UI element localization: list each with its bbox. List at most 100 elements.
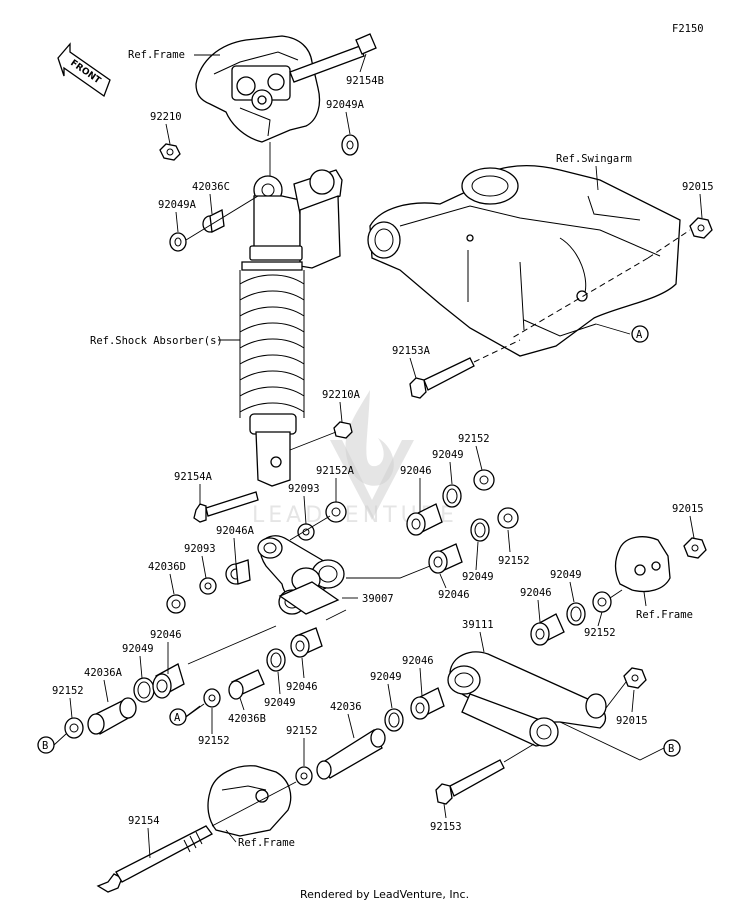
bearing-92046-c (530, 613, 565, 646)
label-ref-frame-right: Ref.Frame (636, 609, 693, 621)
nut-92015-top (689, 217, 713, 239)
collar-92152-f (295, 766, 313, 786)
label-92152-b: 92152 (498, 555, 530, 567)
label-92154B: 92154B (346, 75, 384, 87)
spacer-42036B (228, 669, 265, 700)
shock-absorber (239, 169, 343, 487)
label-92046-a: 92046 (400, 465, 432, 477)
svg-text:A: A (636, 329, 643, 341)
frame-bracket-right (614, 536, 671, 593)
label-92046-c: 92046 (520, 587, 552, 599)
collar-92152-d (64, 717, 84, 739)
nut-92015-right (683, 537, 707, 559)
label-92015-top: 92015 (682, 181, 714, 193)
label-92093-b: 92093 (184, 543, 216, 555)
svg-text:B: B (668, 743, 674, 755)
seal-92049-d (133, 677, 155, 703)
label-92152-d: 92152 (52, 685, 84, 697)
washer-92093-a (297, 523, 315, 541)
collar-92152-e (203, 688, 221, 708)
callout-B-left: B (37, 736, 55, 754)
label-42036C: 42036C (192, 181, 230, 193)
label-92015-mid: 92015 (616, 715, 648, 727)
nut-92015-mid (623, 667, 647, 689)
label-92049A-left: 92049A (158, 199, 197, 211)
svg-text:A: A (174, 712, 181, 724)
nut-92210 (159, 143, 181, 161)
label-92046-b: 92046 (438, 589, 470, 601)
seal-92049-g (384, 708, 404, 732)
seal-92049-a (442, 484, 462, 508)
label-92152-f: 92152 (286, 725, 318, 737)
label-92154: 92154 (128, 815, 160, 827)
seal-92049-e (266, 648, 286, 672)
label-92210A: 92210A (322, 389, 361, 401)
label-39007: 39007 (362, 593, 394, 605)
bolt-92153A (409, 357, 475, 399)
bearing-92046-b (428, 543, 463, 574)
spacer-42036 (316, 728, 386, 780)
collar-92152-a (473, 469, 495, 491)
label-ref-swingarm: Ref.Swingarm (556, 153, 632, 165)
seal-92049-c (566, 602, 586, 626)
washer-92049A-top (341, 134, 359, 156)
bearing-92046-e (290, 627, 323, 658)
label-92093-a: 92093 (288, 483, 320, 495)
bearing-92046-f (410, 687, 445, 720)
footer-credit: Rendered by LeadVenture, Inc. (300, 888, 469, 901)
label-92049-b: 92049 (462, 571, 494, 583)
label-92153: 92153 (430, 821, 462, 833)
label-42036A: 42036A (84, 667, 123, 679)
frame-bracket-bottom (207, 765, 292, 837)
swingarm-reference (367, 165, 691, 357)
label-42036B: 42036B (228, 713, 266, 725)
bolt-92154B (289, 33, 377, 83)
label-ref-frame-top: Ref.Frame (128, 49, 185, 61)
bushing-42036D (166, 594, 186, 614)
link-arm-39111 (447, 651, 607, 747)
label-42036: 42036 (330, 701, 362, 713)
label-92046-f: 92046 (402, 655, 434, 667)
front-arrow-icon: FRONT (57, 42, 111, 98)
label-ref-shock: Ref.Shock Absorber(s) (90, 335, 223, 347)
nut-92210A (333, 421, 353, 439)
spacer-42036A (87, 697, 137, 735)
washer-92093-b (199, 577, 217, 595)
label-92152-e: 92152 (198, 735, 230, 747)
label-92152A: 92152A (316, 465, 355, 477)
label-92049-d: 92049 (122, 643, 154, 655)
label-92152-a: 92152 (458, 433, 490, 445)
bearing-92046-a (406, 503, 443, 536)
washer-92049A-left (169, 232, 187, 252)
label-ref-frame-bottom: Ref.Frame (238, 837, 295, 849)
label-92210: 92210 (150, 111, 182, 123)
diagram-code: F2150 (672, 23, 704, 35)
label-39111: 39111 (462, 619, 494, 631)
label-92046-d: 92046 (150, 629, 182, 641)
label-92046-e: 92046 (286, 681, 318, 693)
svg-text:B: B (42, 740, 48, 752)
collar-92152-c (592, 591, 612, 613)
bearing-92046-d (152, 663, 185, 699)
callout-A-bottom: A (169, 708, 187, 726)
bolt-92154A (193, 491, 259, 523)
collar-92152A (325, 501, 347, 523)
label-92049-e: 92049 (264, 697, 296, 709)
label-92152-c: 92152 (584, 627, 616, 639)
label-92153A: 92153A (392, 345, 431, 357)
tie-rod-39007 (257, 535, 345, 615)
bolt-92153 (435, 759, 505, 805)
label-92049-c: 92049 (550, 569, 582, 581)
bolt-92154-long (96, 825, 213, 893)
callout-A-top: A (631, 325, 649, 343)
seal-92049-b (470, 518, 490, 542)
bearing-92046A (225, 559, 251, 585)
callout-B-right: B (663, 739, 681, 757)
label-92046A: 92046A (216, 525, 255, 537)
bushing-42036C (202, 209, 225, 233)
top-frame-bracket (195, 35, 321, 143)
label-92154A: 92154A (174, 471, 213, 483)
collar-92152-b (497, 507, 519, 529)
label-92015-right: 92015 (672, 503, 704, 515)
